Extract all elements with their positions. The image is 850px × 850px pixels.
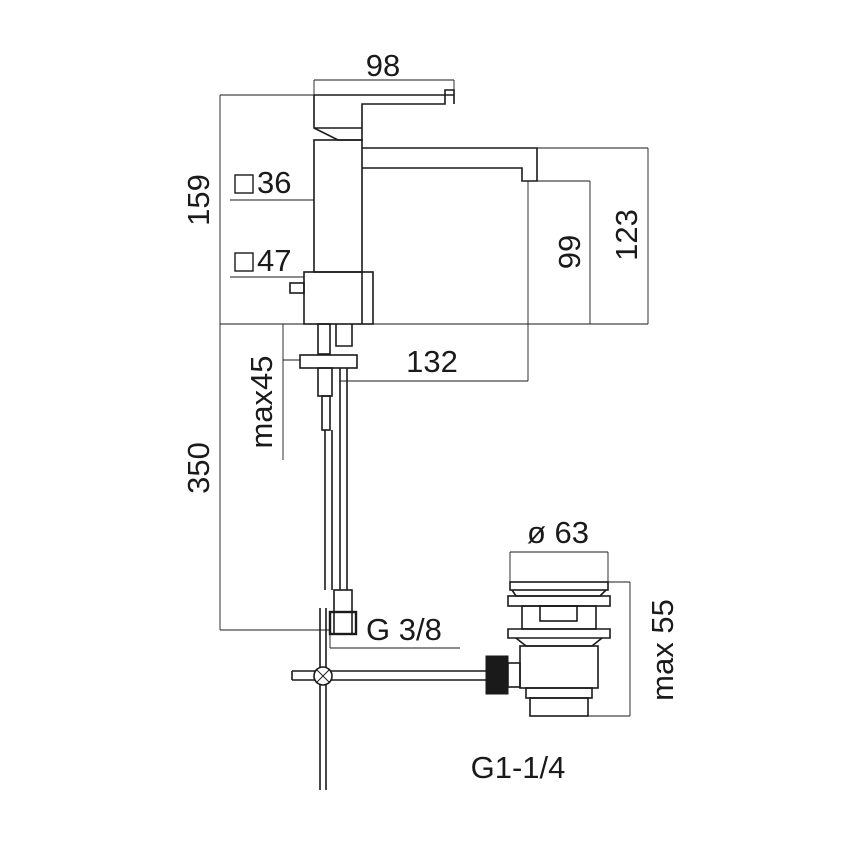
dim-spout-reach: 132	[406, 344, 458, 379]
dim-spout-top-height: 123	[609, 209, 644, 261]
dim-width-top: 98	[366, 48, 400, 83]
hose-connector	[333, 589, 353, 613]
popup-knob	[289, 282, 305, 294]
dim-waste-diameter: ø 63	[527, 515, 589, 550]
spout	[362, 147, 538, 182]
faucet	[289, 89, 538, 636]
dimension-lines	[219, 79, 649, 717]
mounting-washer	[299, 354, 358, 369]
waste-assembly	[485, 581, 611, 717]
faucet-base	[303, 271, 374, 325]
dim-section-36: 36	[257, 165, 291, 200]
dim-waste-height: max 55	[645, 599, 680, 701]
dim-overall-height: 159	[181, 174, 216, 226]
dim-max-deck: max45	[244, 355, 279, 448]
popup-rod	[291, 608, 490, 790]
dim-spout-height: 99	[552, 235, 587, 269]
square-symbol	[234, 252, 254, 272]
dim-section-47: 47	[257, 243, 291, 278]
waste-cap	[509, 581, 609, 591]
dim-hose-length: 350	[181, 442, 216, 494]
faucet-body	[313, 139, 363, 273]
lever-handle	[313, 89, 455, 141]
square-symbol	[234, 174, 254, 194]
dim-waste-thread: G1-1/4	[471, 750, 566, 785]
knurled-nut	[485, 655, 509, 695]
dim-hose-connection: G 3/8	[366, 612, 442, 647]
